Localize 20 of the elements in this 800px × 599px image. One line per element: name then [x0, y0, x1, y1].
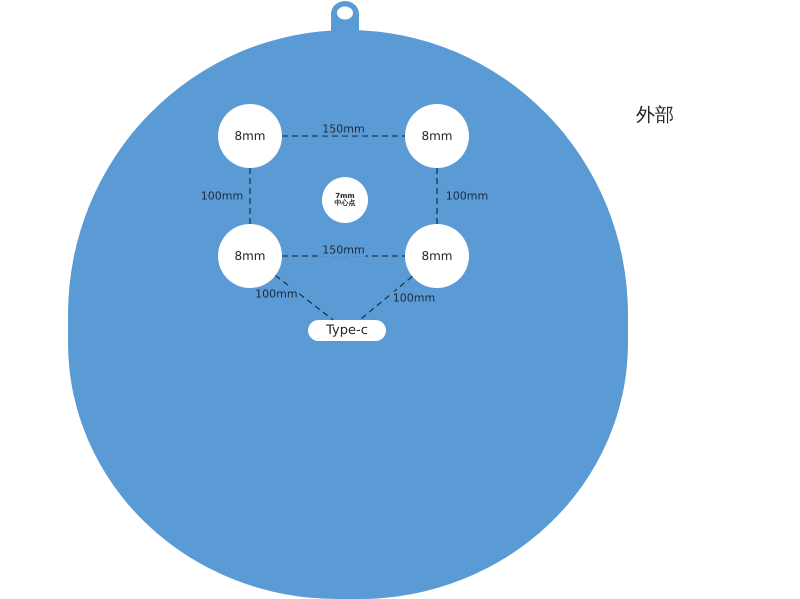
edge-label: 150mm — [321, 122, 366, 136]
edge-label: 100mm — [200, 190, 244, 202]
size-label: 8mm — [234, 250, 266, 262]
dashed-connector — [249, 168, 251, 224]
edge-label: 100mm — [392, 292, 436, 305]
dashed-connector — [275, 274, 334, 321]
dashed-connector — [436, 168, 438, 224]
side-label: 外部 — [636, 103, 674, 128]
dashed-connector — [282, 255, 405, 257]
center-hole — [322, 177, 368, 223]
size-label: 8mm — [421, 250, 452, 262]
port-slot — [308, 320, 386, 341]
port-label: Type-c — [326, 324, 368, 338]
dashed-connector — [282, 135, 405, 137]
size-label: 8mm — [421, 130, 452, 142]
size-label: 8mm — [234, 130, 266, 142]
edge-label: 100mm — [254, 287, 299, 300]
edge-label: 100mm — [444, 190, 490, 202]
dashed-connector — [359, 276, 413, 320]
edge-label: 150mm — [321, 244, 366, 256]
